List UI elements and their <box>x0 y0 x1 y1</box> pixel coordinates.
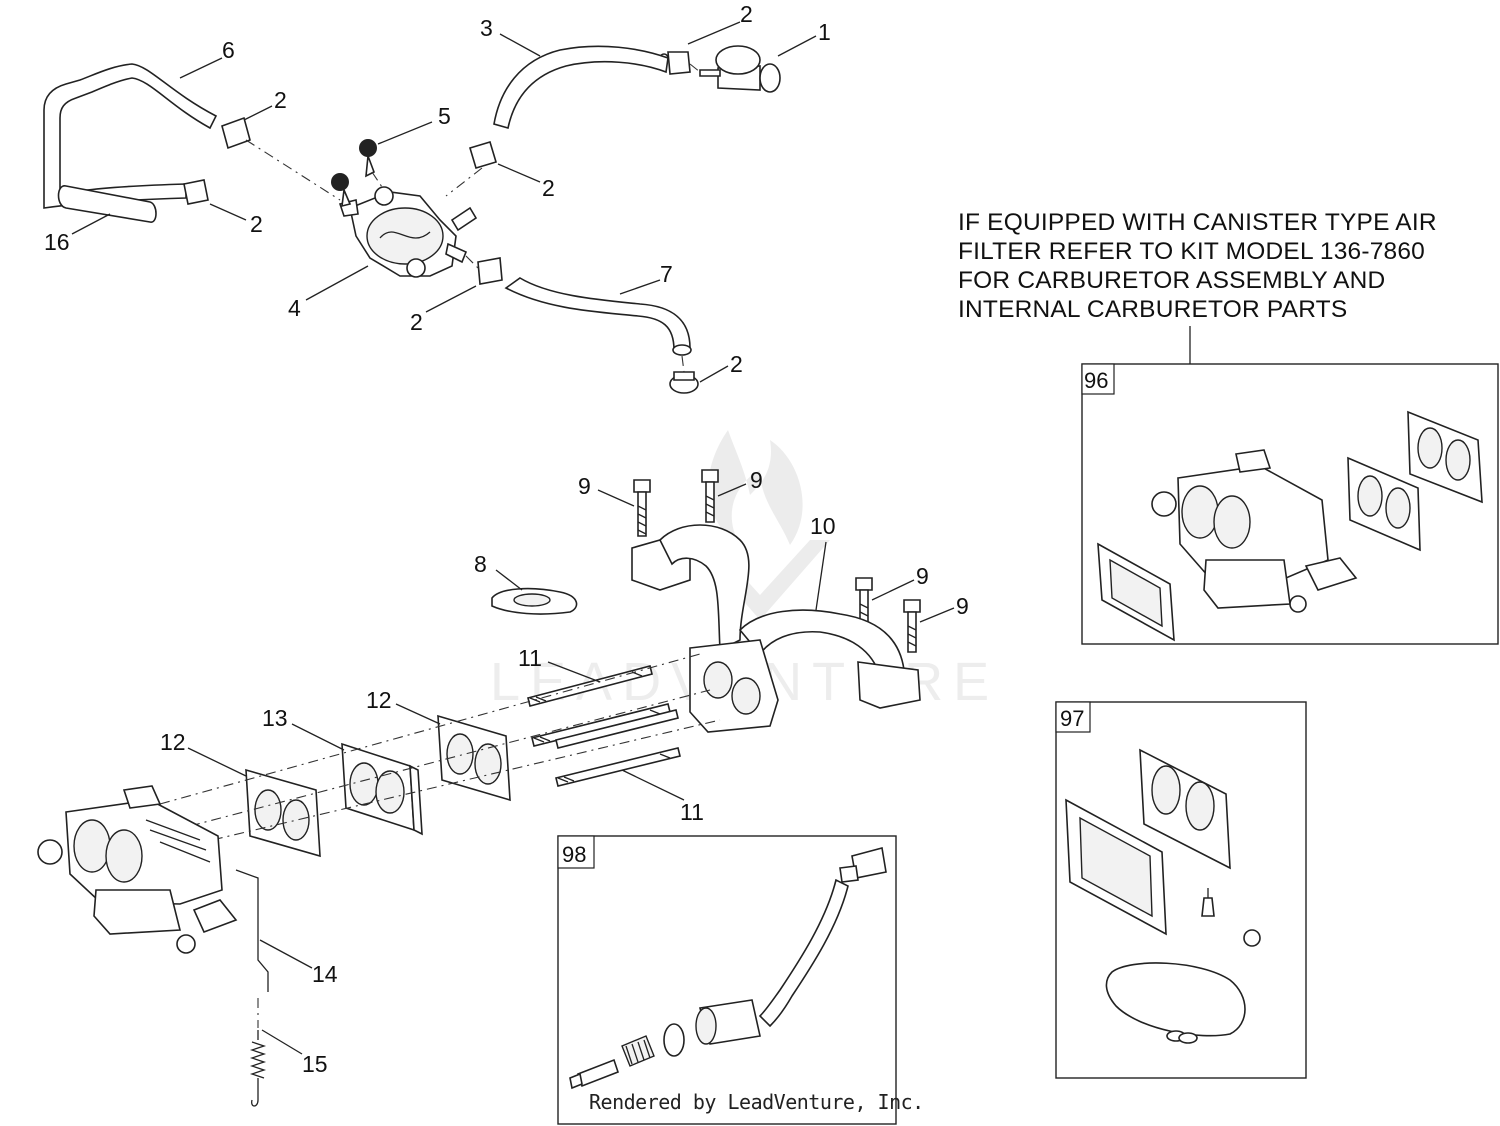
note-line: IF EQUIPPED WITH CANISTER TYPE AIR <box>958 209 1437 236</box>
gasket-12-lower <box>245 768 321 858</box>
callout-13: 13 <box>262 705 288 731</box>
assembly-line <box>245 139 341 201</box>
kit-97-box: 97 <box>1055 701 1307 1079</box>
callout-2: 2 <box>542 175 555 201</box>
callout-10: 10 <box>810 513 836 539</box>
note-line: FOR CARBURETOR ASSEMBLY AND <box>958 267 1386 294</box>
callout-5: 5 <box>438 103 451 129</box>
callout-16: 16 <box>44 229 70 255</box>
callout-2: 2 <box>740 1 753 27</box>
manifold-bolt <box>903 599 921 653</box>
callout-11: 11 <box>518 645 542 671</box>
kit-97-o-ring <box>1178 1032 1198 1044</box>
gasket-12-upper <box>437 714 511 802</box>
assembly-line <box>445 167 483 197</box>
callout-9: 9 <box>578 473 591 499</box>
fuel-hose-7 <box>504 277 692 356</box>
throttle-link-14 <box>235 869 269 992</box>
kit-97-gasket <box>1139 748 1231 870</box>
stud <box>555 709 679 749</box>
callout-9: 9 <box>916 563 929 589</box>
kit-97-bowl-gasket <box>1105 962 1246 1037</box>
callout-9: 9 <box>750 467 763 493</box>
kit-96-gasket <box>1097 542 1175 642</box>
callout-labels: 1 2 3 6 2 5 2 2 16 4 2 7 2 9 9 10 8 9 9 … <box>44 1 969 1077</box>
kit-98-solenoid <box>695 847 887 1045</box>
kit-97-label: 97 <box>1060 706 1084 731</box>
assembly-line <box>169 719 721 851</box>
callout-4: 4 <box>288 295 301 321</box>
spring-15 <box>249 1030 267 1107</box>
intake-manifold <box>631 524 921 733</box>
callout-15: 15 <box>302 1051 328 1077</box>
kit-96-gasket <box>1347 456 1421 552</box>
kit-96-label: 96 <box>1084 368 1108 393</box>
kit-98-spring <box>621 1035 655 1067</box>
callout-12: 12 <box>160 729 186 755</box>
callout-2: 2 <box>250 211 263 237</box>
callout-6: 6 <box>222 37 235 63</box>
kit-97-needle <box>1201 888 1215 917</box>
kit-96-gasket <box>1407 410 1483 504</box>
stud <box>555 747 681 787</box>
gasket-8 <box>491 587 578 615</box>
callout-9: 9 <box>956 593 969 619</box>
fuel-hose-3 <box>493 45 669 130</box>
pump-screw <box>331 173 352 208</box>
carburetor-kit-note: IF EQUIPPED WITH CANISTER TYPE AIR FILTE… <box>958 208 1498 324</box>
callout-1: 1 <box>818 19 831 45</box>
carburetor <box>37 785 238 954</box>
kit-98-o-ring <box>663 1023 685 1057</box>
callout-12: 12 <box>366 687 392 713</box>
leader-lines <box>71 21 955 1055</box>
kit-97-gasket <box>1065 798 1167 936</box>
note-line: INTERNAL CARBURETOR PARTS <box>958 296 1348 323</box>
kit-98-box: 98 <box>557 835 897 1125</box>
assembly-line <box>465 255 479 269</box>
fuel-pump <box>338 186 478 278</box>
callout-8: 8 <box>474 551 487 577</box>
hose-clamp <box>669 371 699 394</box>
fuel-filter <box>699 45 781 93</box>
hose-clamp <box>183 179 209 205</box>
spacer-13 <box>341 742 423 836</box>
note-line: FILTER REFER TO KIT MODEL 136-7860 <box>958 238 1426 265</box>
assembly-line <box>371 171 385 191</box>
render-credit: Rendered by LeadVenture, Inc. <box>589 1090 924 1114</box>
assembly-line <box>689 63 701 73</box>
callout-2: 2 <box>410 309 423 335</box>
callout-3: 3 <box>480 15 493 41</box>
kit-96-box: 96 <box>1081 363 1499 645</box>
kit-97-washer <box>1243 929 1261 947</box>
fuel-hose-16 <box>57 185 157 223</box>
hose-clamp <box>477 257 503 285</box>
assembly-line <box>189 689 711 827</box>
manifold-bolt <box>633 479 651 537</box>
assembly-line <box>159 653 701 805</box>
hose-clamp <box>469 141 497 169</box>
manifold-bolt <box>701 469 719 523</box>
callout-2: 2 <box>274 87 287 113</box>
kit-98-label: 98 <box>562 842 586 867</box>
kit-98-plunger <box>569 1058 619 1090</box>
callout-11: 11 <box>680 799 704 825</box>
pump-screw <box>359 139 377 178</box>
callout-7: 7 <box>660 261 673 287</box>
hose-clamp <box>221 116 251 150</box>
callout-2: 2 <box>730 351 743 377</box>
kit-96-carburetor <box>1151 449 1358 613</box>
assembly-line <box>681 355 685 373</box>
callout-14: 14 <box>312 961 338 987</box>
